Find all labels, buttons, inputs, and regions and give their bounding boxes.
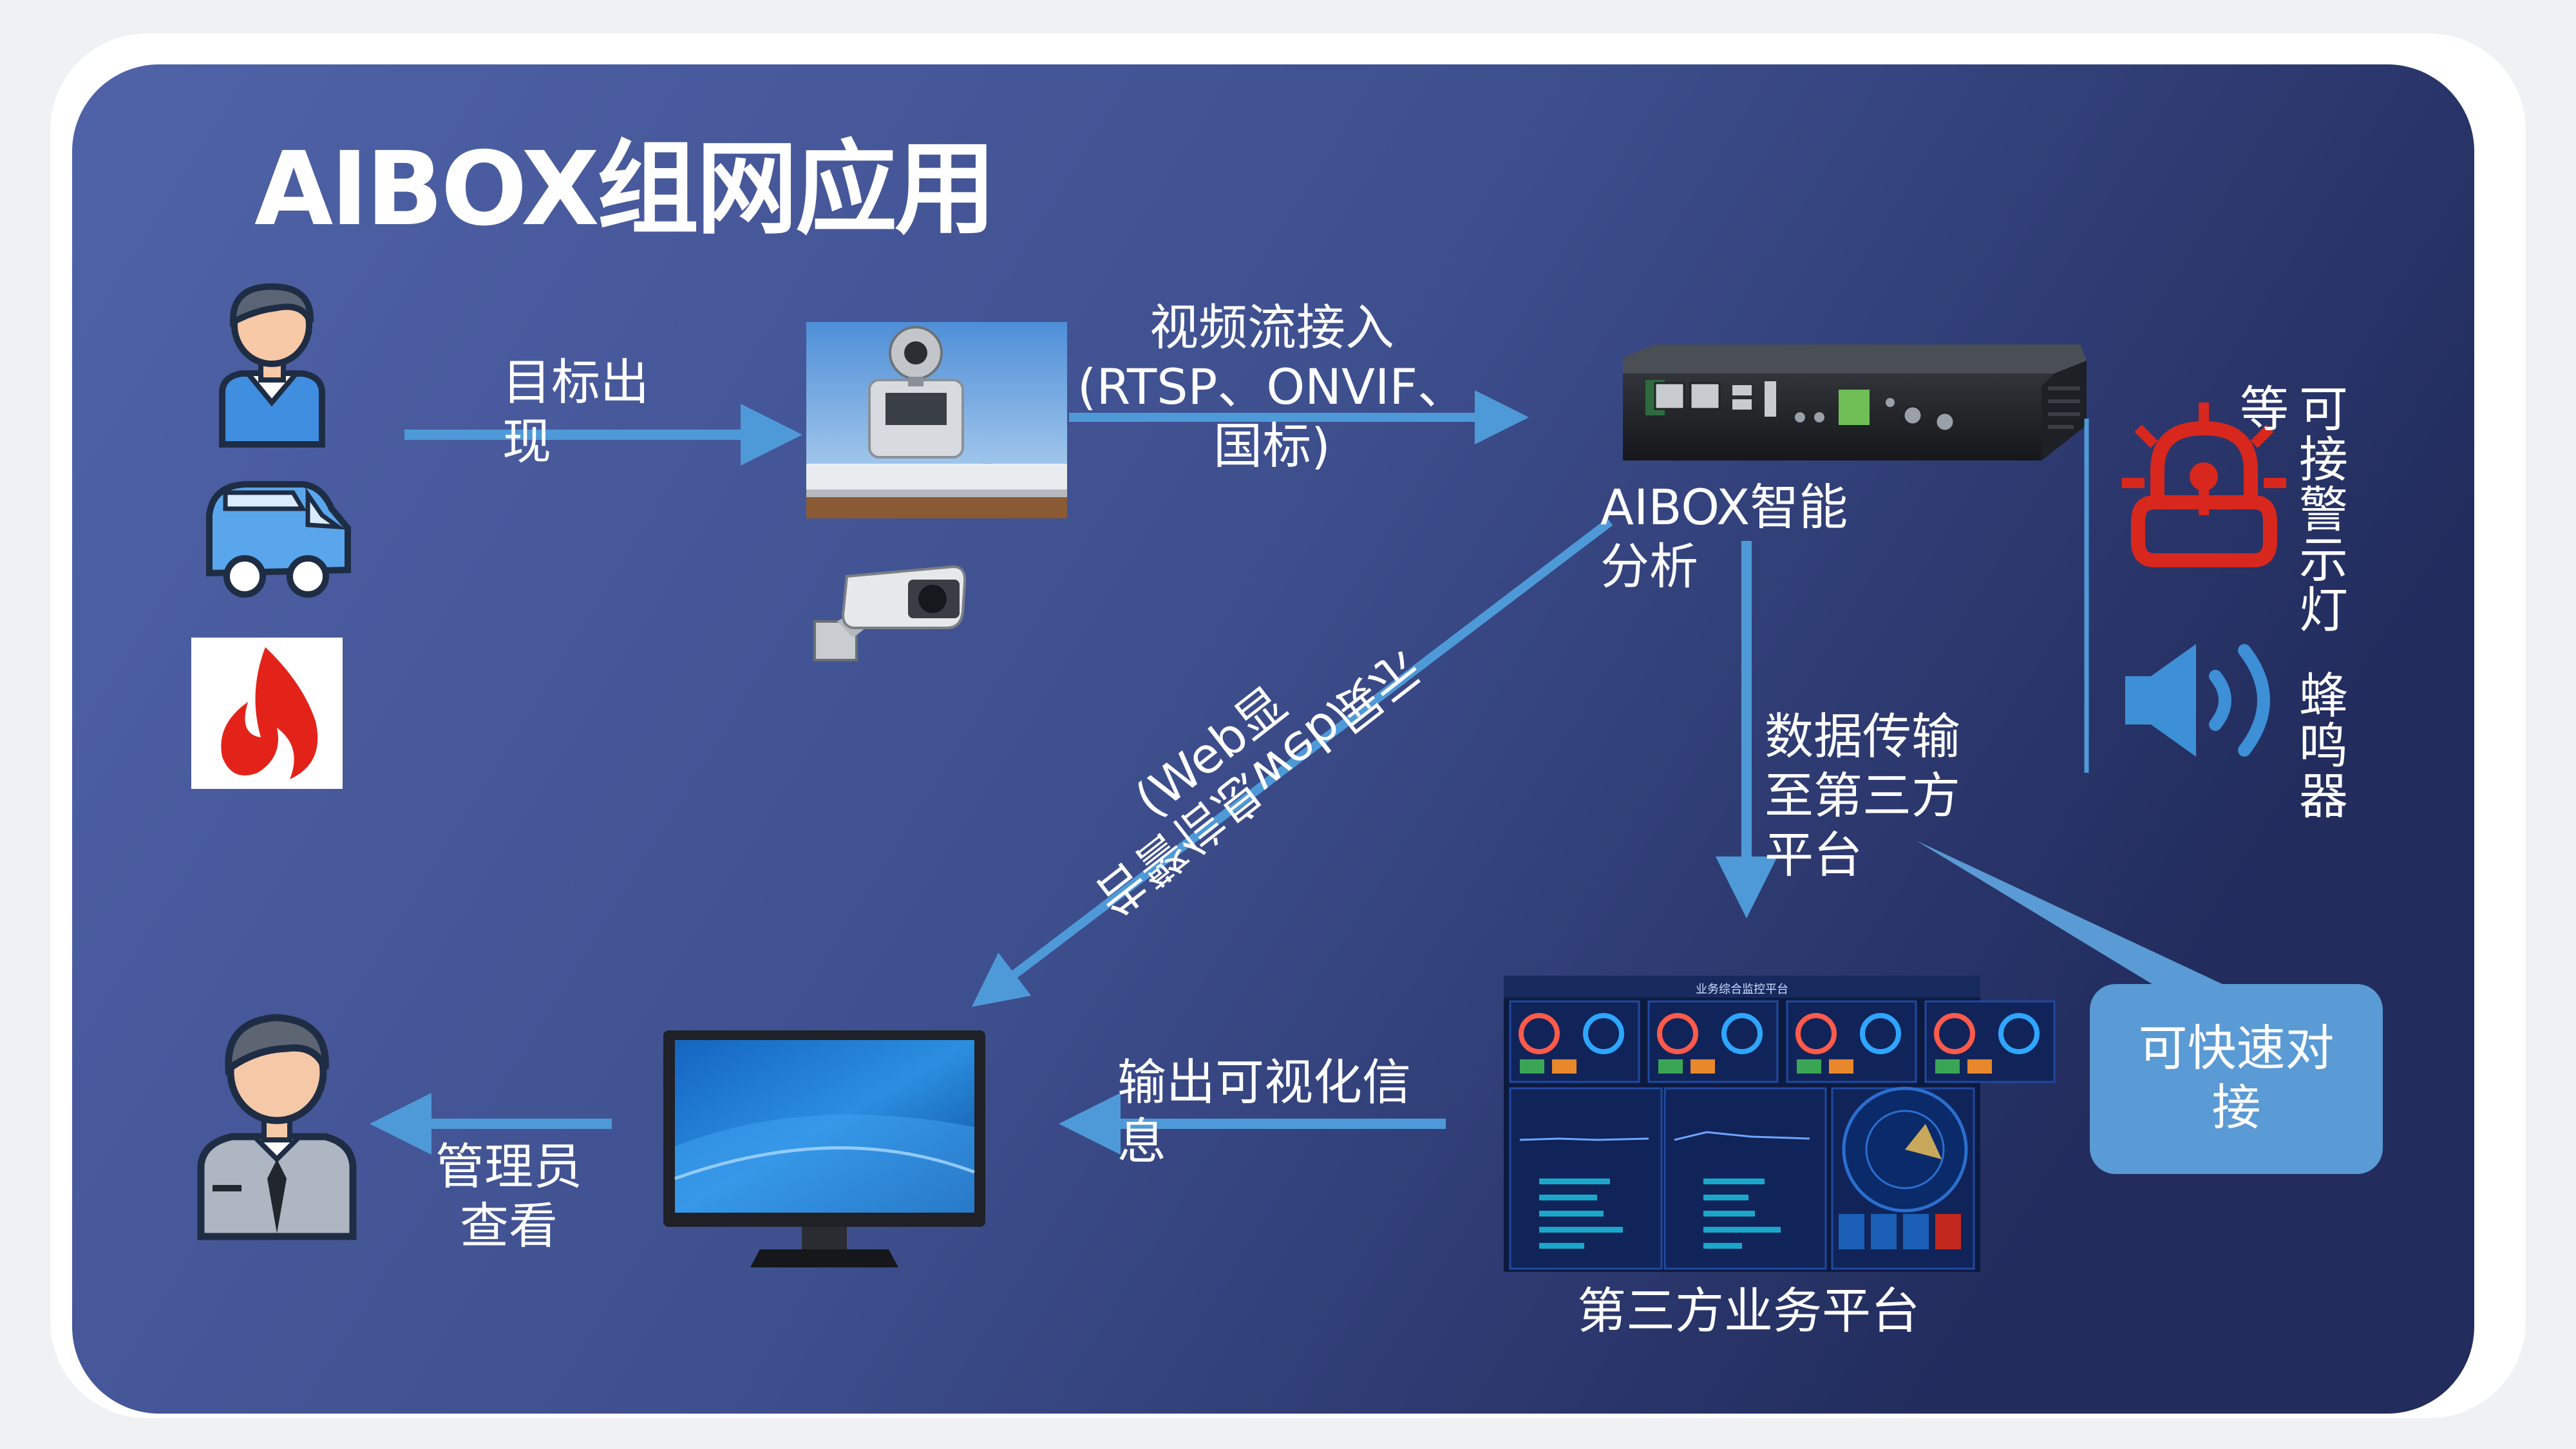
arrow-aibox-to-monitor bbox=[971, 518, 1613, 1007]
label-admin-view: 管理员查看 bbox=[435, 1138, 582, 1255]
dashboard-gauge bbox=[1721, 1013, 1763, 1054]
warning-light-icon bbox=[2122, 402, 2286, 567]
person-icon bbox=[219, 283, 325, 448]
label-warning-light: 可接警示灯等 bbox=[2231, 383, 2348, 634]
dashboard-title: 业务综合监控平台 bbox=[1696, 983, 1788, 996]
dashboard-status-chip bbox=[1552, 1059, 1577, 1074]
admin-icon bbox=[197, 1014, 357, 1240]
label-buzzer: 蜂鸣器 bbox=[2291, 670, 2348, 820]
dashboard-status-chip bbox=[1935, 1059, 1960, 1074]
callout-box bbox=[2090, 984, 2383, 1174]
ptz-camera-photo bbox=[806, 322, 1067, 518]
dashboard-status-chip bbox=[1520, 1059, 1544, 1074]
page-title: AIBOX组网应用 bbox=[254, 130, 996, 249]
car-icon bbox=[206, 481, 351, 598]
dashboard-screenshot bbox=[1504, 976, 2056, 1272]
label-quick-connect: 可快速对接 bbox=[2138, 1019, 2334, 1136]
dashboard-gauge bbox=[1519, 1013, 1560, 1054]
dashboard-status-chip bbox=[1797, 1059, 1821, 1074]
dashboard-gauge bbox=[1657, 1013, 1698, 1054]
speaker-icon bbox=[2125, 644, 2270, 757]
callout-pointer bbox=[1916, 840, 2225, 985]
dashboard-gauge bbox=[1795, 1013, 1837, 1054]
dashboard-gauge bbox=[1583, 1013, 1624, 1054]
label-data-transfer: 数据传输至第三方平台 bbox=[1765, 708, 1960, 884]
dashboard-status-chip bbox=[1658, 1059, 1683, 1074]
fire-icon bbox=[191, 638, 343, 789]
dashboard-status-chip bbox=[1829, 1059, 1853, 1074]
label-third-party-platform: 第三方业务平台 bbox=[1577, 1282, 1920, 1340]
aibox-device bbox=[1623, 345, 2087, 460]
dashboard-status-chip bbox=[1967, 1059, 1992, 1074]
dashboard-status-chip bbox=[1690, 1059, 1715, 1074]
label-aibox-analysis: AIBOX智能分析 bbox=[1600, 478, 1848, 595]
dashboard-gauge bbox=[1998, 1013, 2040, 1054]
label-video-stream: 视频流接入(RTSP、ONVIF、国标) bbox=[1077, 299, 1467, 475]
bullet-camera-icon bbox=[813, 565, 967, 661]
monitor-icon bbox=[663, 1030, 985, 1267]
label-output-visual: 输出可视化信息 bbox=[1117, 1054, 1411, 1170]
dashboard-gauge bbox=[1860, 1013, 1901, 1054]
dashboard-gauge bbox=[1934, 1013, 1975, 1054]
label-target-appear: 目标出现 bbox=[502, 354, 649, 470]
